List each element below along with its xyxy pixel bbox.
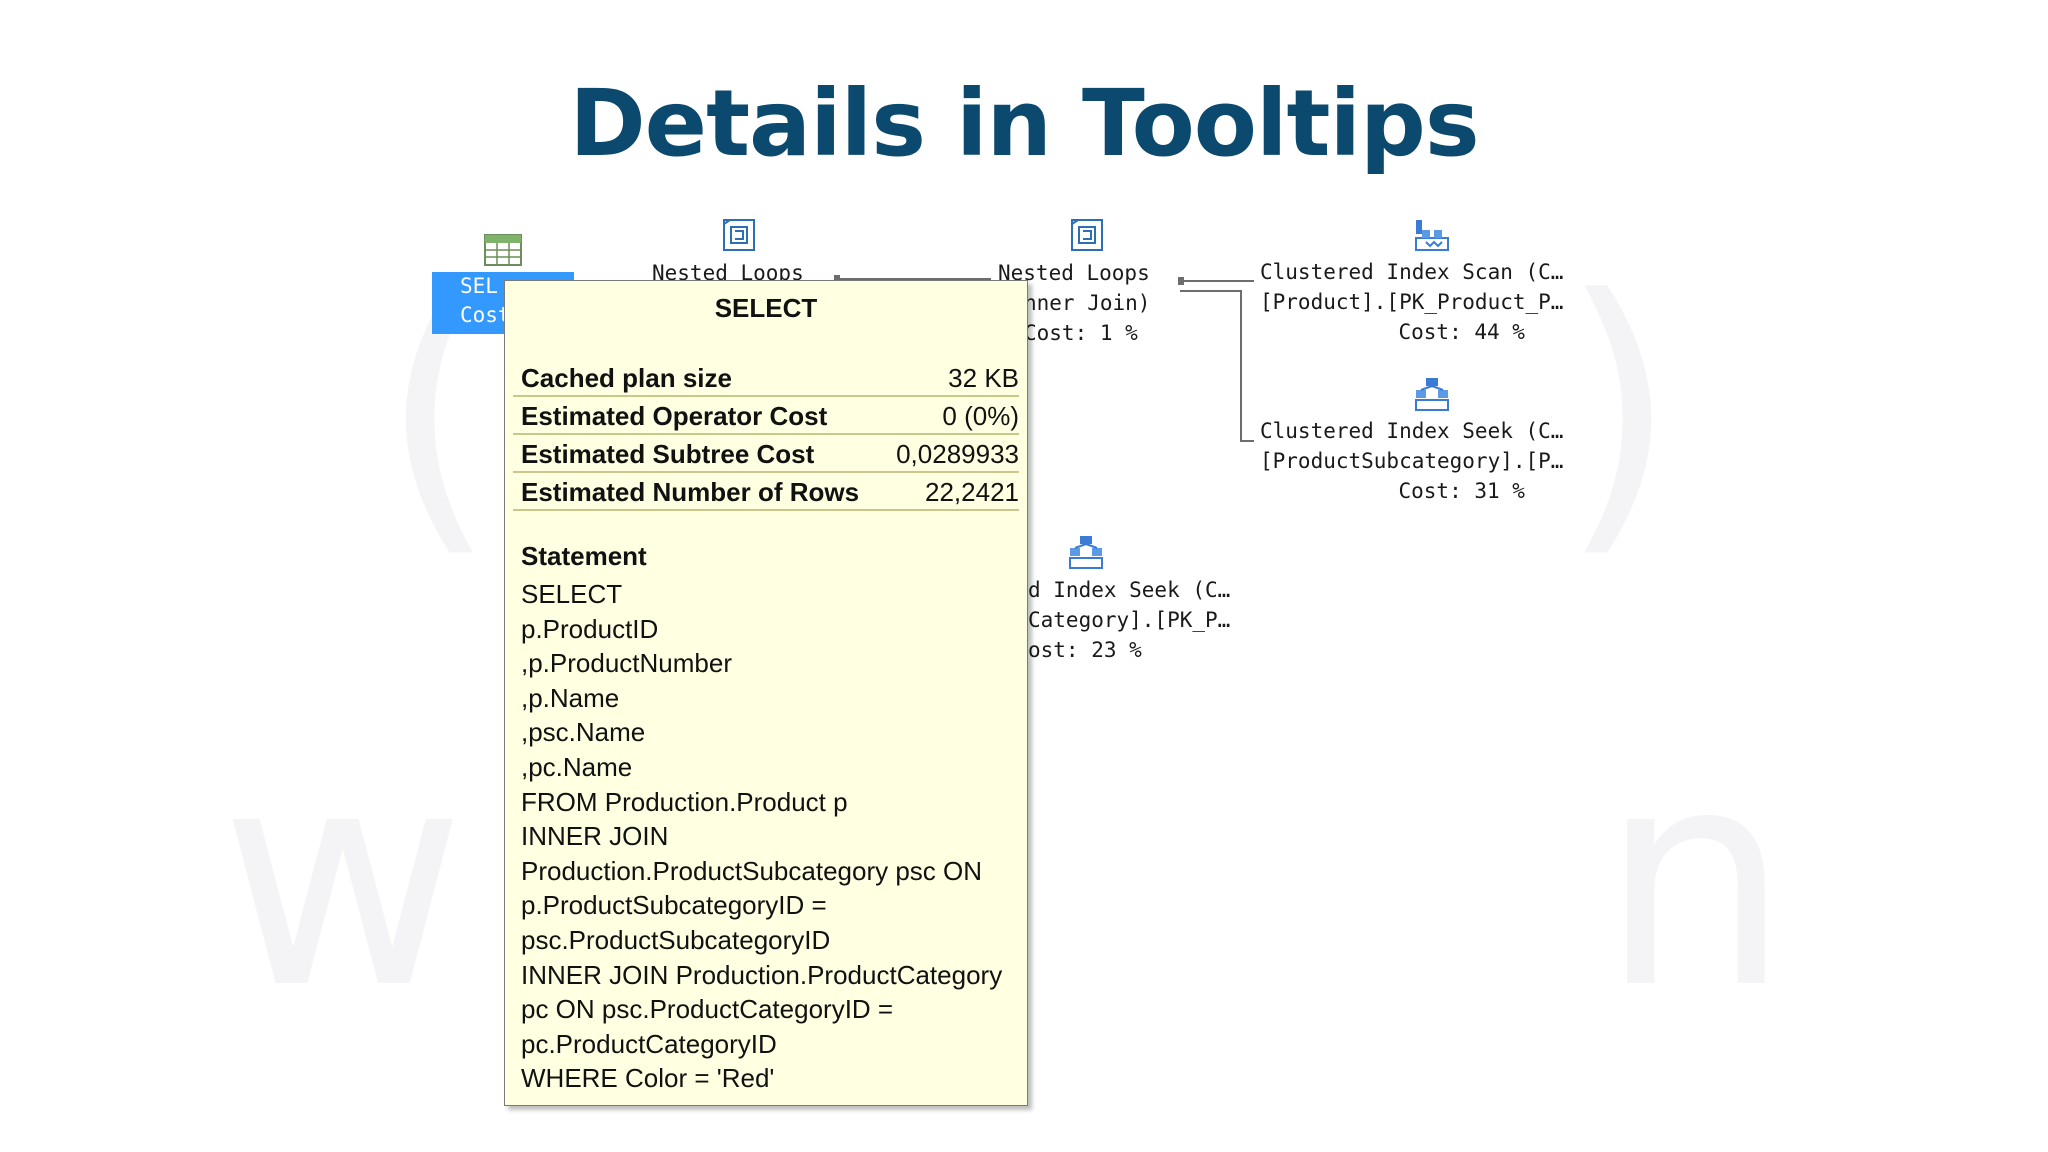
index-seek-1-line3: Cost: 31 % — [1398, 479, 1525, 503]
statement-line: ,p.Name — [521, 682, 620, 713]
statement-label: Statement — [521, 541, 647, 571]
index-scan-line1: Clustered Index Scan (C… — [1260, 260, 1564, 284]
index-seek-2-line1: d Index Seek (C… — [1028, 578, 1231, 602]
clustered-index-seek-icon[interactable] — [1412, 376, 1452, 412]
connector-line — [836, 278, 991, 280]
statement-line: ,psc.Name — [521, 717, 646, 748]
index-scan-line2: [Product].[PK_Product_P… — [1260, 290, 1564, 314]
nested-loops-2-line2: nner Join) — [1024, 291, 1151, 315]
statement-line: pc ON psc.ProductCategoryID = — [521, 994, 894, 1025]
slide-title: Details in Tooltips — [569, 70, 1479, 177]
operator-tooltip: SELECT Cached plan size 32 KB Estimated … — [504, 280, 1028, 1106]
nested-loops-2-line1: Nested Loops — [998, 261, 1150, 285]
tooltip-title: SELECT — [714, 293, 818, 323]
tooltip-property-row: Estimated Operator Cost 0 (0%) — [513, 399, 1019, 435]
clustered-index-seek-icon[interactable] — [1066, 534, 1106, 570]
property-name: Estimated Operator Cost — [521, 401, 828, 431]
statement-line: pc.ProductCategoryID — [521, 1028, 777, 1059]
tooltip-property-row: Cached plan size 32 KB — [513, 361, 1019, 397]
result-grid-icon[interactable] — [484, 234, 522, 266]
property-value: 32 KB — [948, 363, 1019, 393]
arrow-head — [1178, 277, 1184, 285]
clustered-index-scan-node[interactable]: Clustered Index Scan (C… [Product].[PK_P… — [1260, 257, 1563, 347]
property-value: 0,0289933 — [896, 439, 1019, 469]
nested-loops-icon[interactable] — [1070, 218, 1104, 252]
clustered-index-seek-2-node[interactable]: d Index Seek (C… Category].[PK_P… ost: 2… — [1028, 575, 1230, 665]
statement-line: WHERE Color = 'Red' — [521, 1063, 775, 1094]
clustered-index-scan-icon[interactable] — [1412, 218, 1452, 254]
connector-line — [1240, 440, 1254, 442]
clustered-index-seek-1-node[interactable]: Clustered Index Seek (C… [ProductSubcate… — [1260, 416, 1563, 506]
statement-line: SELECT — [521, 579, 623, 609]
property-value: 0 (0%) — [942, 401, 1019, 431]
statement-line: ,p.ProductNumber — [521, 648, 732, 679]
index-seek-2-line2: Category].[PK_P… — [1028, 608, 1231, 632]
property-name: Estimated Number of Rows — [521, 477, 860, 507]
arrow-head — [834, 275, 840, 283]
tooltip-property-row: Estimated Subtree Cost 0,0289933 — [513, 437, 1019, 473]
property-name: Cached plan size — [521, 363, 732, 393]
select-node-line1: SEL — [460, 274, 498, 298]
index-seek-1-line2: [ProductSubcategory].[P… — [1260, 449, 1564, 473]
index-seek-2-line3: ost: 23 % — [1028, 638, 1142, 662]
statement-line: p.ProductID — [521, 613, 659, 644]
statement-line: FROM Production.Product p — [521, 786, 848, 817]
property-value: 22,2421 — [925, 477, 1019, 507]
index-seek-1-line1: Clustered Index Seek (C… — [1260, 419, 1564, 443]
statement-line: Production.ProductSubcategory psc ON — [521, 855, 983, 886]
connector-line — [1240, 290, 1242, 442]
statement-line: INNER JOIN — [521, 821, 669, 852]
statement-line: p.ProductSubcategoryID = — [521, 890, 827, 921]
nested-loops-2-node[interactable]: Nested Loops nner Join) Cost: 1 % — [998, 258, 1150, 348]
nested-loops-icon[interactable] — [722, 218, 756, 252]
index-scan-line3: Cost: 44 % — [1398, 320, 1525, 344]
nested-loops-2-line3: Cost: 1 % — [1024, 321, 1138, 345]
connector-line — [1180, 280, 1254, 282]
connector-line — [1180, 290, 1242, 292]
tooltip-properties: Cached plan size 32 KB Estimated Operato… — [513, 361, 1019, 513]
property-name: Estimated Subtree Cost — [521, 439, 815, 469]
statement-line: psc.ProductSubcategoryID — [521, 924, 831, 955]
statement-text: SELECT p.ProductID ,p.ProductNumber ,p.N… — [521, 577, 1002, 1096]
statement-line: INNER JOIN Production.ProductCategory — [521, 959, 1003, 990]
tooltip-property-row: Estimated Number of Rows 22,2421 — [513, 475, 1019, 511]
statement-line: ,pc.Name — [521, 751, 633, 782]
